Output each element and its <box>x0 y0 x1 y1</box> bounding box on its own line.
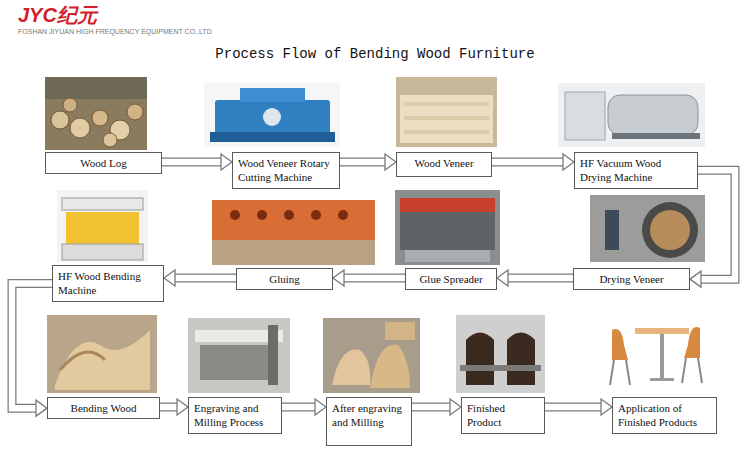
process-box: After engraving and Milling <box>326 397 412 446</box>
photo-milled-parts <box>323 318 420 393</box>
process-box: Drying Veneer <box>573 268 690 290</box>
arrow-outline <box>160 403 177 412</box>
flow-arrow <box>340 154 396 170</box>
flow-arrow <box>162 154 232 170</box>
arrow-fill <box>282 404 315 411</box>
flow-arrow <box>412 399 461 415</box>
arrow-head <box>601 399 612 415</box>
process-box: Application of Finished Products <box>612 397 717 434</box>
arrow-fill <box>492 159 563 166</box>
arrow-outline <box>698 170 735 279</box>
arrow-fill <box>175 275 236 282</box>
arrow-head <box>333 270 344 286</box>
photo-drying-machine <box>558 83 705 147</box>
process-box: Wood Log <box>45 152 162 174</box>
photo-glue-spreader <box>395 190 500 265</box>
step-label: Bending Wood <box>53 401 154 415</box>
photo-veneer <box>396 77 497 147</box>
step-label: Glue Spreader <box>411 272 491 286</box>
flow-arrow <box>497 270 573 286</box>
arrow-head <box>177 399 188 415</box>
arrow-outline <box>344 274 405 283</box>
photo-gluing <box>212 200 375 265</box>
process-box: HF Wood Bending Machine <box>52 265 164 302</box>
process-box: Wood Veneer <box>396 152 492 177</box>
arrow-head <box>450 399 461 415</box>
process-box: Wood Veneer Rotary Cutting Machine <box>232 152 340 189</box>
arrow-head <box>563 154 574 170</box>
arrow-fill <box>162 159 221 166</box>
step-label: Drying Veneer <box>579 272 684 286</box>
arrow-outline <box>162 158 221 167</box>
photo-rotary-machine <box>204 83 340 147</box>
arrow-head <box>690 271 701 287</box>
arrow-head <box>315 399 326 415</box>
arrow-head <box>221 154 232 170</box>
arrow-outline <box>508 274 573 283</box>
step-label: HF Vacuum Wood Drying Machine <box>580 156 692 185</box>
arrow-head <box>164 270 175 286</box>
process-box: Glue Spreader <box>405 268 497 290</box>
flow-arrow <box>160 399 188 415</box>
arrow-outline <box>175 274 236 283</box>
flow-arrow <box>545 399 612 415</box>
step-label: Finished Product <box>467 401 539 430</box>
flow-arrow <box>282 399 326 415</box>
flow-arrow <box>333 270 405 286</box>
step-label: After engraving and Milling <box>332 401 406 430</box>
photo-drying-chamber <box>590 195 705 262</box>
arrow-outline <box>545 403 601 412</box>
arrow-fill <box>160 404 177 411</box>
arrow-head <box>497 270 508 286</box>
photo-logs <box>45 77 147 150</box>
arrow-outline <box>12 284 52 409</box>
flow-arrow <box>12 284 52 417</box>
step-label: Wood Log <box>51 156 156 170</box>
photo-finished-product <box>456 315 545 393</box>
arrow-fill <box>12 284 52 409</box>
process-box: Bending Wood <box>47 397 160 419</box>
process-box: HF Vacuum Wood Drying Machine <box>574 152 698 189</box>
step-label: Gluing <box>242 272 327 286</box>
photo-table-chairs <box>610 327 702 385</box>
arrow-outline <box>340 158 385 167</box>
photo-bending-machine <box>57 190 148 262</box>
step-label: Wood Veneer Rotary Cutting Machine <box>238 156 334 185</box>
arrow-outline <box>412 403 450 412</box>
process-box: Engraving and Milling Process <box>188 397 282 434</box>
arrow-fill <box>508 275 573 282</box>
arrow-fill <box>545 404 601 411</box>
flow-arrow <box>164 270 236 286</box>
arrow-head <box>385 154 396 170</box>
arrow-outline <box>282 403 315 412</box>
step-label: HF Wood Bending Machine <box>58 269 158 298</box>
arrow-head <box>36 400 47 416</box>
step-label: Application of Finished Products <box>618 401 711 430</box>
arrow-fill <box>412 404 450 411</box>
arrow-fill <box>340 159 385 166</box>
company-name: FOSHAN JIYUAN HIGH FREQUENCY EQUIPMENT C… <box>18 28 212 35</box>
photo-engraving-machine <box>188 318 290 393</box>
arrow-outline <box>492 158 563 167</box>
company-logo: JYC纪元 <box>18 5 97 25</box>
photo-bent-wood <box>47 315 157 393</box>
arrow-fill <box>344 275 405 282</box>
arrow-fill <box>698 170 735 279</box>
step-label: Engraving and Milling Process <box>194 401 276 430</box>
step-label: Wood Veneer <box>402 156 486 170</box>
process-box: Gluing <box>236 268 333 290</box>
flow-arrow <box>492 154 574 170</box>
diagram-title: Process Flow of Bending Wood Furniture <box>0 46 750 62</box>
process-box: Finished Product <box>461 397 545 434</box>
